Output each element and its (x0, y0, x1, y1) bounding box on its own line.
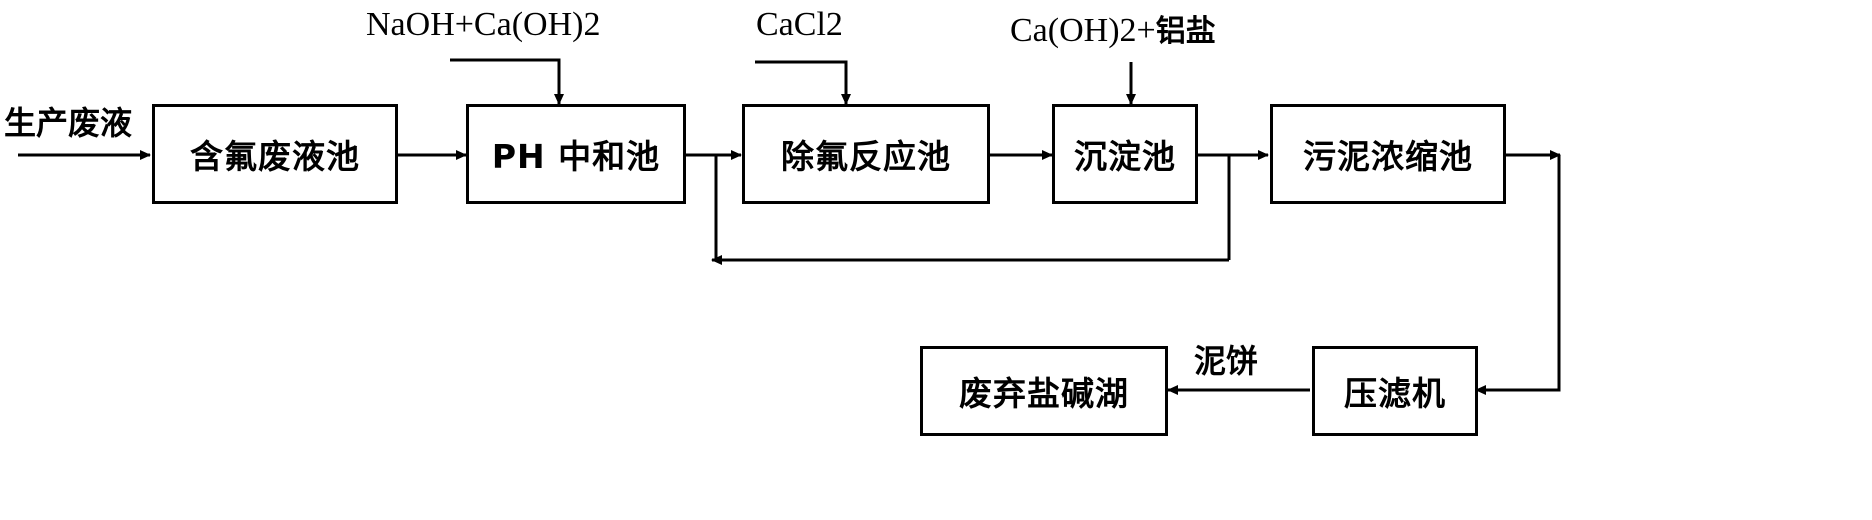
label-inflow: 生产废液 (4, 104, 133, 142)
node-sludge-thickening-tank[interactable]: 污泥浓缩池 (1270, 104, 1506, 204)
arrow-reagent2-to-tank3 (755, 60, 851, 105)
reagent3-formula-part: Ca(OH)2+ (1010, 12, 1156, 49)
label-reagent-cacl2: CaCl2 (756, 6, 843, 43)
node-sedimentation-tank[interactable]: 沉淀池 (1052, 104, 1198, 204)
node-ph-neutralization-tank[interactable]: PH 中和池 (466, 104, 686, 204)
label-reagent-caoh2-aluminum-salt: Ca(OH)2+铝盐 (1010, 6, 1216, 50)
label-reagent-naoh-caoh2: NaOH+Ca(OH)2 (366, 6, 601, 43)
reagent3-cjk-part: 铝盐 (1155, 14, 1216, 49)
sludge-down-to-filterpress (1475, 155, 1561, 395)
node-fluoride-wastewater-tank[interactable]: 含氟废液池 (152, 104, 398, 204)
node-defluorination-reaction-tank[interactable]: 除氟反应池 (742, 104, 990, 204)
node-filter-press[interactable]: 压滤机 (1312, 346, 1478, 436)
label-mudcake: 泥饼 (1194, 342, 1259, 380)
node-abandoned-saline-alkali-lake[interactable]: 废弃盐碱湖 (920, 346, 1168, 436)
arrow-reagent1-to-tank2 (450, 58, 564, 105)
